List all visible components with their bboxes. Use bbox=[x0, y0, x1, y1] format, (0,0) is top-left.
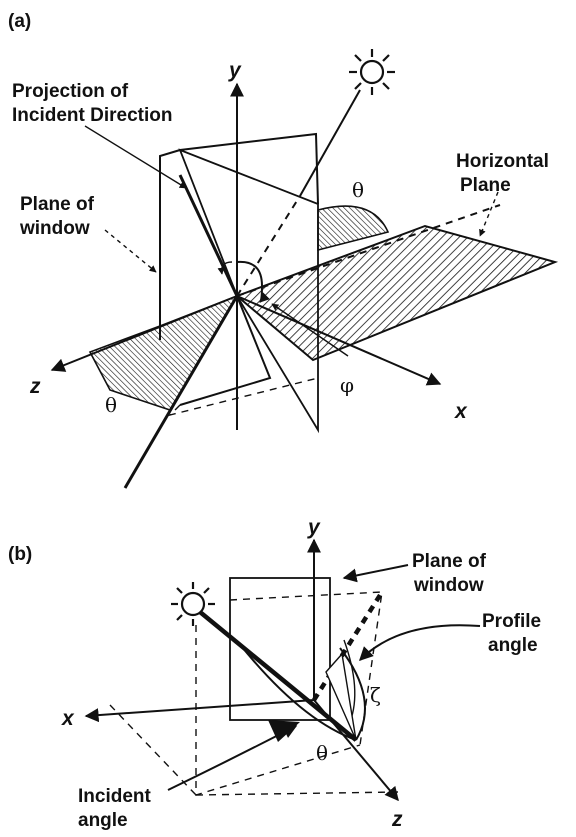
plane-of-window-left-edge bbox=[159, 149, 181, 340]
plane-of-window-lower bbox=[179, 295, 272, 406]
phi-arc-small bbox=[217, 261, 233, 275]
construction-top bbox=[229, 591, 383, 746]
zeta-label: ζ bbox=[370, 683, 381, 707]
window-rectangle bbox=[229, 577, 331, 721]
profile-label-1: Profile bbox=[482, 611, 541, 632]
panel-a: (a) y z x bbox=[8, 11, 559, 489]
incident-label-2: angle bbox=[78, 810, 128, 831]
window-label-b-1: Plane of bbox=[412, 551, 487, 572]
profile-projection bbox=[312, 590, 384, 702]
panel-b: (b) y x z bbox=[8, 516, 541, 831]
plane-lower-dashed bbox=[167, 377, 319, 417]
x-axis bbox=[236, 295, 442, 386]
theta-arc-upper bbox=[317, 205, 390, 252]
y-axis-label: y bbox=[228, 59, 242, 82]
projection-pointer bbox=[84, 125, 187, 189]
horizontal-pointer bbox=[479, 191, 499, 237]
incident-direction-lower bbox=[123, 295, 239, 489]
window-label-2: window bbox=[19, 218, 90, 239]
x-axis-b bbox=[84, 699, 315, 723]
construction-left bbox=[109, 704, 197, 796]
x-axis-label: x bbox=[454, 400, 468, 423]
theta-lower-label: θ bbox=[105, 393, 117, 417]
sun-icon bbox=[349, 49, 395, 95]
plane-of-window-back bbox=[178, 148, 319, 434]
sun-icon bbox=[171, 582, 215, 626]
projection-label-1: Projection of bbox=[12, 81, 129, 102]
horizontal-plane bbox=[235, 224, 559, 362]
window-label-1: Plane of bbox=[20, 194, 95, 215]
theta-label-b: θ bbox=[316, 741, 328, 765]
z-axis bbox=[50, 295, 238, 372]
construction-bottom bbox=[195, 791, 399, 796]
panel-a-label: (a) bbox=[8, 11, 31, 32]
profile-pointer bbox=[359, 624, 481, 661]
theta-upper-label: θ bbox=[352, 178, 364, 202]
incident-label-1: Incident bbox=[78, 786, 152, 807]
projection-label-2: Incident Direction bbox=[12, 105, 172, 126]
x-axis-label-b: x bbox=[61, 707, 75, 730]
zeta-arc bbox=[339, 647, 366, 741]
incident-direction-upper bbox=[299, 89, 361, 197]
theta-arc-b bbox=[237, 641, 357, 741]
z-axis-label: z bbox=[29, 375, 41, 398]
phi-pointer bbox=[271, 303, 349, 357]
construction-vertical bbox=[195, 625, 361, 796]
incident-ray bbox=[198, 610, 358, 742]
incident-direction-dashed bbox=[236, 195, 301, 297]
window-pointer-b bbox=[342, 564, 409, 583]
profile-angle-wedge bbox=[325, 652, 357, 741]
window-pointer bbox=[104, 229, 157, 273]
profile-label-2: angle bbox=[488, 635, 538, 656]
projection-line bbox=[178, 174, 239, 297]
window-label-b-2: window bbox=[413, 575, 484, 596]
incident-pointer-head bbox=[268, 720, 300, 742]
plane-of-window-top-edge bbox=[179, 132, 319, 205]
panel-b-label: (b) bbox=[8, 544, 32, 565]
horizontal-label-1: Horizontal bbox=[456, 151, 549, 172]
phi-label: φ bbox=[340, 373, 354, 397]
phi-arc bbox=[236, 260, 270, 303]
y-axis-label-b: y bbox=[307, 516, 321, 539]
z-axis-label-b: z bbox=[391, 808, 403, 831]
horizontal-label-2: Plane bbox=[460, 175, 511, 196]
